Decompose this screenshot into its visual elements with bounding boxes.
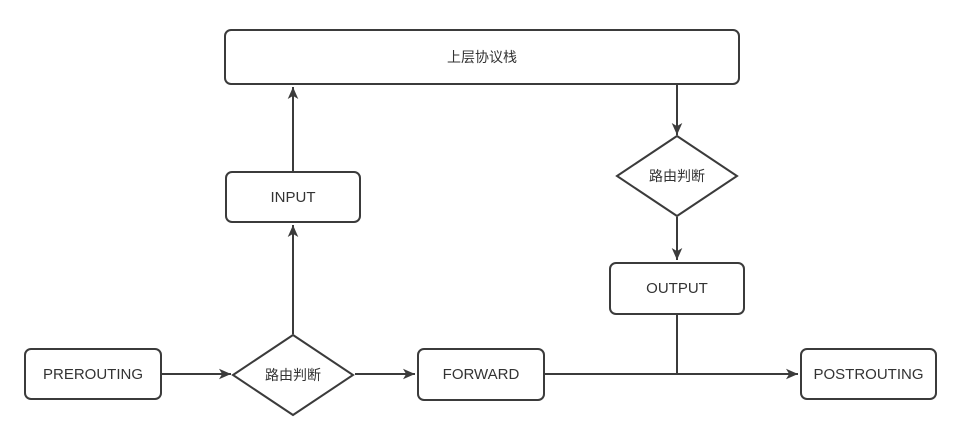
node-output: OUTPUT — [609, 262, 745, 315]
node-postrouting-label: POSTROUTING — [813, 365, 924, 383]
node-input: INPUT — [225, 171, 361, 223]
node-prerouting: PREROUTING — [24, 348, 162, 400]
route-decision-lower-shape — [231, 333, 355, 417]
node-prerouting-label: PREROUTING — [42, 365, 143, 383]
node-input-label: INPUT — [270, 188, 316, 206]
node-forward: FORWARD — [417, 348, 545, 401]
node-postrouting: POSTROUTING — [800, 348, 937, 400]
node-upper-stack: 上层协议栈 — [224, 29, 740, 85]
node-forward-label: FORWARD — [442, 366, 520, 383]
route-decision-upper-shape — [615, 134, 739, 218]
node-output-label: OUTPUT — [646, 280, 708, 297]
node-upper-stack-label: 上层协议栈 — [447, 49, 517, 65]
